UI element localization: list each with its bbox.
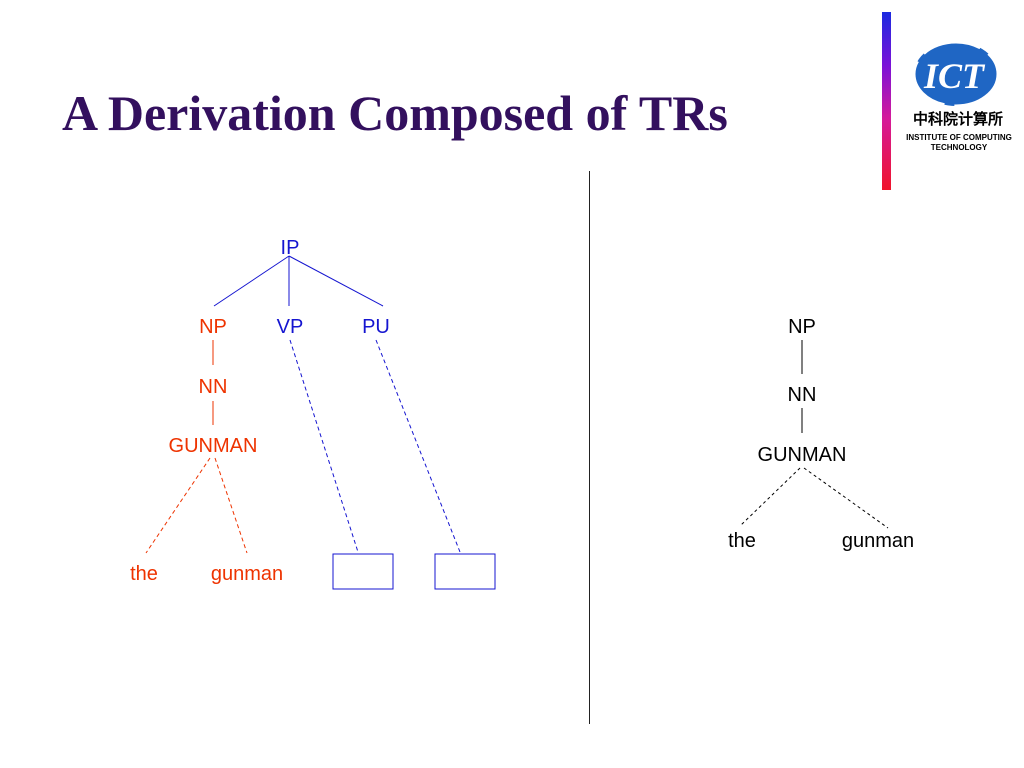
left-node-ip: IP — [281, 237, 300, 259]
vp-substitution-slot — [332, 553, 394, 590]
right-leaf-the: the — [728, 530, 756, 552]
right-leaf-gunman: gunman — [842, 530, 914, 552]
edge-ip-np — [213, 255, 290, 307]
logo-color-bar — [882, 12, 891, 190]
edge-right-gunman-gunman — [803, 467, 889, 529]
right-node-gunman: GUNMAN — [758, 444, 847, 466]
logo-english-line1: INSTITUTE OF COMPUTING — [906, 133, 1012, 142]
slide-title: A Derivation Composed of TRs — [62, 85, 728, 141]
logo-chinese-name: 中科院计算所 — [912, 110, 1003, 128]
edge-gunman-the — [145, 457, 211, 554]
pu-substitution-slot — [434, 553, 496, 590]
logo-english-name: INSTITUTE OF COMPUTING TECHNOLOGY — [898, 133, 1020, 153]
ict-logo-icon: ICT — [912, 40, 1000, 108]
panel-divider — [589, 171, 590, 724]
right-tree-edges — [739, 340, 889, 529]
left-leaf-the: the — [130, 563, 158, 585]
left-node-np: NP — [199, 316, 227, 338]
logo-english-line2: TECHNOLOGY — [930, 143, 988, 152]
edge-right-gunman-the — [739, 467, 801, 527]
left-tree-edges — [145, 255, 461, 554]
logo-mark-text: ICT — [923, 56, 986, 96]
left-node-nn: NN — [199, 376, 228, 398]
edge-pu-slot — [375, 339, 461, 553]
edge-vp-slot — [289, 339, 359, 553]
right-node-nn: NN — [788, 384, 817, 406]
edge-ip-pu — [288, 255, 384, 307]
left-node-gunman: GUNMAN — [169, 435, 258, 457]
left-node-pu: PU — [362, 316, 390, 338]
edge-gunman-gunman — [214, 457, 248, 554]
left-leaf-gunman: gunman — [211, 563, 283, 585]
right-node-np: NP — [788, 316, 816, 338]
left-node-vp: VP — [277, 316, 304, 338]
